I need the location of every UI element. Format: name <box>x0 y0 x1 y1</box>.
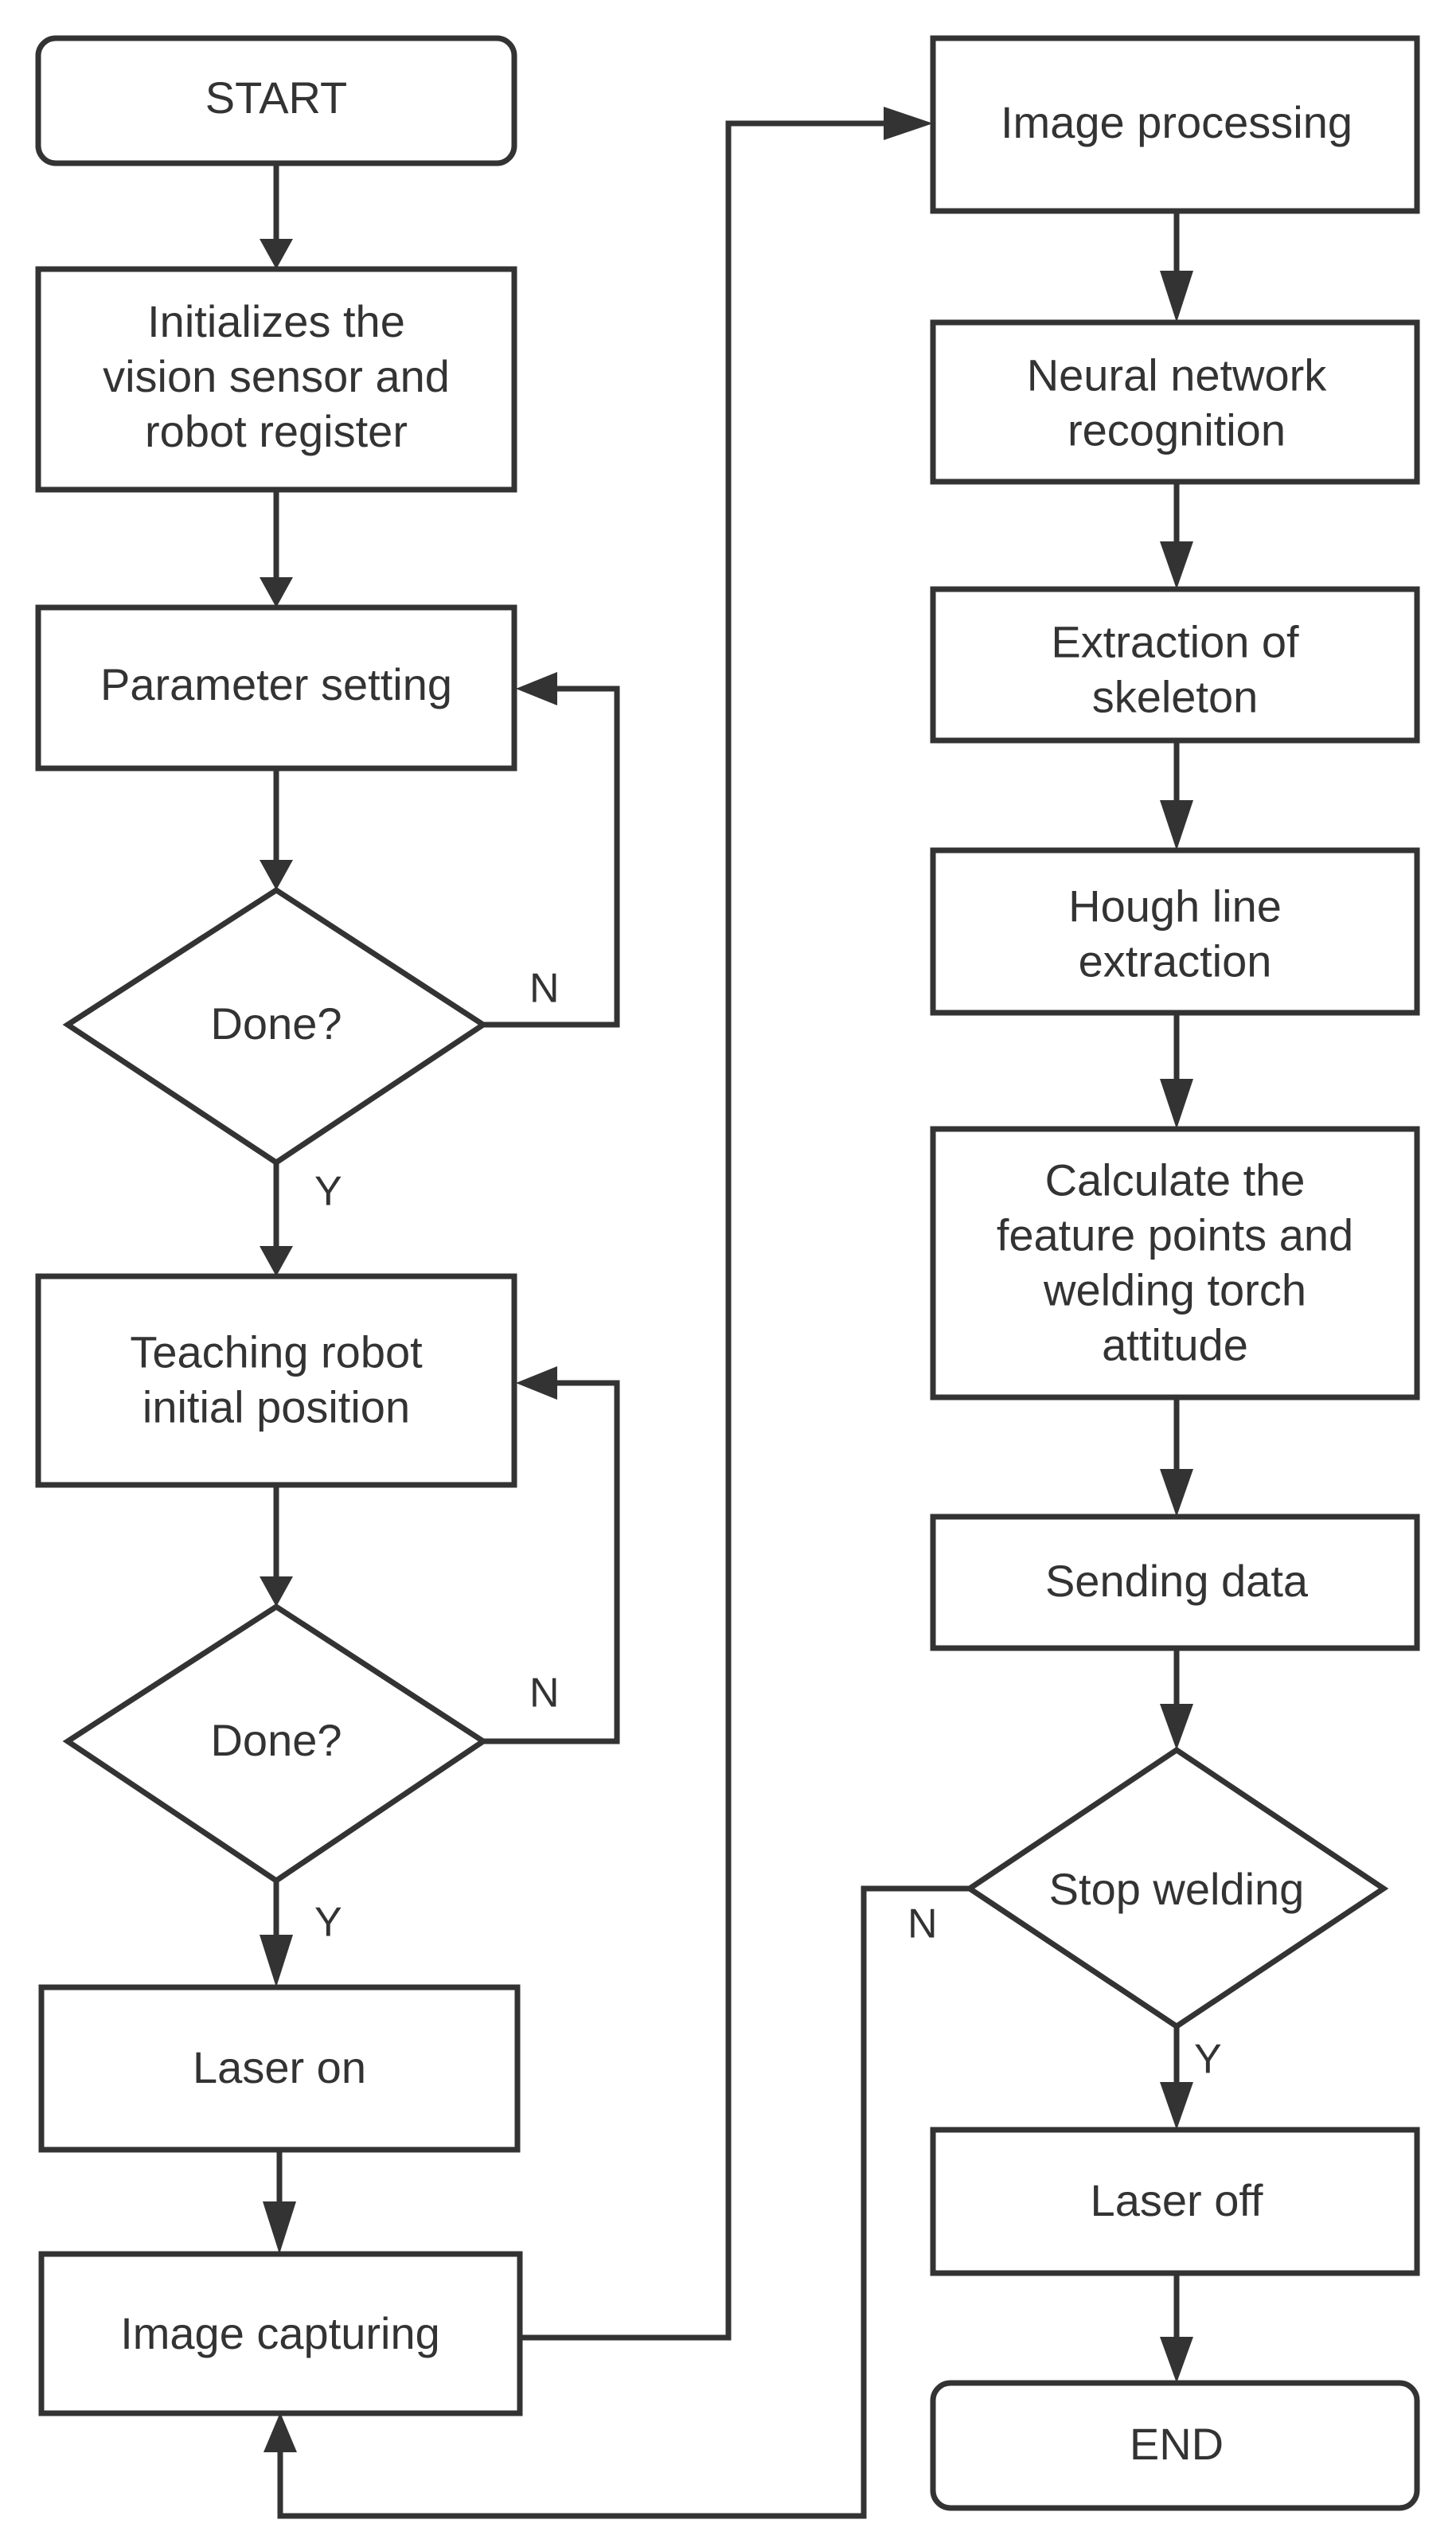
teaching-robot-process <box>35 1273 517 1488</box>
laser_off-line: Laser off <box>1091 2175 1263 2225</box>
shapes <box>35 35 1420 2511</box>
teach-line: initial position <box>142 1381 410 1432</box>
connector-stop-no-loop <box>277 1885 970 2519</box>
sending-data-label: Sending data <box>1045 1556 1309 1606</box>
arrowhead <box>1160 1469 1193 1517</box>
done2-no-label: N <box>529 1670 560 1717</box>
calculate-feature-process <box>930 1126 1420 1400</box>
stop-line: Stop welding <box>1049 1864 1305 1914</box>
hough-line: extraction <box>1079 936 1272 986</box>
arrowhead <box>260 1935 293 1987</box>
calc-line: attitude <box>1102 1319 1248 1369</box>
neural-network-process <box>930 319 1420 485</box>
start-label: START <box>205 72 347 123</box>
hough-line: Hough line <box>1068 881 1282 931</box>
done2-line: Done? <box>210 1715 342 1765</box>
start-terminal <box>35 35 517 166</box>
teach-line: Teaching robot <box>130 1326 423 1377</box>
arrowhead <box>260 1576 293 1607</box>
calc-line: feature points and <box>997 1209 1353 1260</box>
arrowhead <box>516 1366 557 1400</box>
arrowhead <box>1160 271 1193 322</box>
arrowhead <box>516 672 557 705</box>
send-line: Sending data <box>1045 1556 1309 1606</box>
arrowhead <box>884 107 933 140</box>
parameter-setting-process <box>35 604 517 772</box>
hough-line-process <box>930 847 1420 1016</box>
done2-decision <box>62 1603 489 1885</box>
arrowhead <box>1160 2082 1193 2130</box>
stop-welding-decision <box>964 1746 1389 2030</box>
arrowhead <box>1160 1704 1193 1750</box>
connectors <box>260 107 1193 2519</box>
calc-line: Calculate the <box>1045 1154 1306 1205</box>
init-line: robot register <box>145 406 408 456</box>
arrowhead <box>260 239 293 269</box>
arrowhead <box>260 1246 293 1276</box>
arrowhead <box>1160 800 1193 850</box>
neural-line: recognition <box>1068 404 1286 455</box>
stop-yes-label: Y <box>1194 2037 1222 2083</box>
init-line: Initializes the <box>147 296 405 346</box>
arrowhead <box>263 2412 297 2452</box>
done1-label: Done? <box>210 998 342 1049</box>
done1-yes-label: Y <box>314 1169 342 1215</box>
parameter-setting-label: Parameter setting <box>100 659 452 709</box>
connector-done2-no-loop <box>483 1380 620 1744</box>
init-process <box>35 266 517 493</box>
capture-line: Image capturing <box>120 2308 440 2358</box>
image-capturing-label: Image capturing <box>120 2308 440 2358</box>
image-capturing-process <box>38 2251 523 2416</box>
arrowhead <box>1160 541 1193 589</box>
init-line: vision sensor and <box>103 351 450 401</box>
end-label: END <box>1130 2419 1224 2469</box>
arrowhead <box>1160 1079 1193 1129</box>
skeleton-line: skeleton <box>1092 671 1259 721</box>
arrowhead <box>263 2201 296 2254</box>
image-processing-process <box>930 35 1420 214</box>
done1-no-label: N <box>529 966 560 1012</box>
end-terminal <box>930 2380 1420 2511</box>
arrowhead <box>260 577 293 607</box>
laser-off-label: Laser off <box>1091 2175 1263 2225</box>
process-line: Image processing <box>1001 97 1353 147</box>
connector-done1-no-loop <box>483 686 620 1028</box>
arrowhead <box>260 860 293 890</box>
laser-on-process <box>38 1984 521 2153</box>
stop-no-label: N <box>908 1901 938 1947</box>
start-line: START <box>205 72 347 123</box>
branch-labels: N Y N Y N Y <box>314 966 1222 2083</box>
skeleton-extraction-process <box>930 586 1420 744</box>
done1-decision <box>62 886 489 1166</box>
laser-off-process <box>930 2127 1420 2276</box>
done1-line: Done? <box>210 998 342 1049</box>
arrowhead <box>1160 2337 1193 2383</box>
done2-yes-label: Y <box>314 1900 342 1946</box>
sending-data-process <box>930 1514 1420 1651</box>
laser-on-label: Laser on <box>193 2042 366 2092</box>
laser_on-line: Laser on <box>193 2042 366 2092</box>
calc-line: welding torch <box>1043 1264 1306 1315</box>
connector-capture-process <box>520 120 884 2341</box>
param-line: Parameter setting <box>100 659 452 709</box>
image-processing-label: Image processing <box>1001 97 1353 147</box>
stop-welding-label: Stop welding <box>1049 1864 1305 1914</box>
neural-line: Neural network <box>1027 350 1328 400</box>
end-line: END <box>1130 2419 1224 2469</box>
done2-label: Done? <box>210 1715 342 1765</box>
skeleton-line: Extraction of <box>1051 616 1299 666</box>
